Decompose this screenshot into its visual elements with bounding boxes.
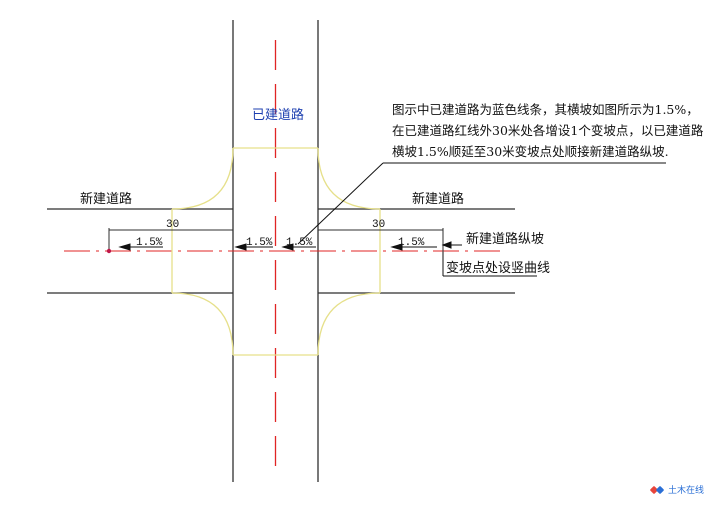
right-leaders [441,241,537,277]
slope-arrows [118,243,437,251]
slope-label-2: 1.5% [246,237,273,249]
longitudinal-slope-label: 新建道路纵坡 [466,231,544,247]
slope-label-3: 1.5% [286,237,313,249]
grade-change-point-left [106,248,112,254]
vertical-curve-label: 变坡点处设竖曲线 [446,260,550,276]
slope-label-4: 1.5% [398,237,425,249]
new-road-label-left: 新建道路 [80,191,132,207]
existing-road-label: 已建道路 [252,107,304,123]
watermark-logo-icon [649,485,665,495]
dimension-label-left: 30 [166,219,179,231]
dimension-left [108,228,233,252]
dimension-label-right: 30 [372,219,385,231]
note-leader [297,162,666,245]
note-line-1: 图示中已建道路为蓝色线条，其横坡如图所示为1.5%， [392,102,699,117]
dimension-right [318,228,444,252]
watermark-text: 土木在线 [667,486,704,496]
new-road-label-right: 新建道路 [412,191,464,207]
intersection-curb-outline [171,147,381,356]
slope-label-1: 1.5% [136,237,163,249]
note-line-3: 横坡1.5%顺延至30米变坡点处顺接新建道路纵坡. [392,144,669,159]
watermark: 土木在线 [649,483,704,496]
note-line-2: 在已建道路红线外30米处各增设1个变坡点，以已建道路 [392,123,704,138]
